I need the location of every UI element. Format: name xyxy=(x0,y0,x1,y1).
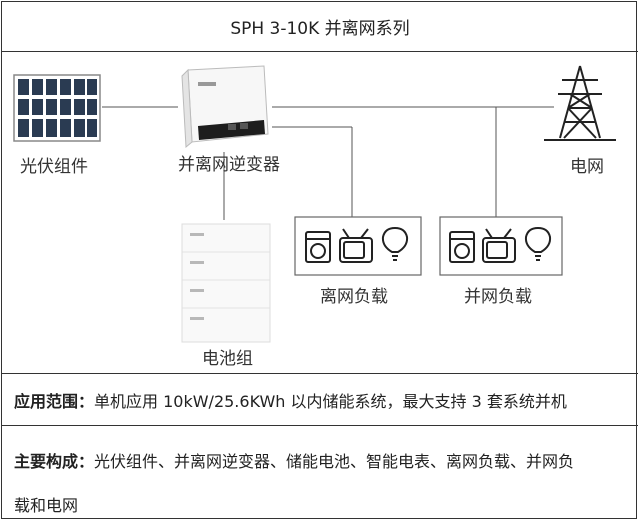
washing-machine-icon xyxy=(305,231,331,263)
grid-label: 电网 xyxy=(570,157,604,177)
composition-text-line2: 载和电网 xyxy=(14,496,79,515)
diagram-title: SPH 3-10K 并离网系列 xyxy=(2,2,638,52)
tv-icon xyxy=(339,228,373,263)
diagram-canvas xyxy=(13,65,616,343)
application-scope: 应用范围：单机应用 10kW/25.6KWh 以内储能系统，最大支持 3 套系统… xyxy=(2,374,638,426)
pv-label: 光伏组件 xyxy=(20,157,88,177)
inverter-icon xyxy=(181,65,269,149)
system-diagram: 光伏组件 并离网逆变器 电网 离网负载 并网负载 电池组 xyxy=(2,52,638,374)
composition-text-line1: 光伏组件、并离网逆变器、储能电池、智能电表、离网负载、并网负 xyxy=(94,452,575,471)
ongrid-load-label: 并网负载 xyxy=(464,287,532,307)
battery-icon xyxy=(181,223,271,343)
light-bulb-icon xyxy=(381,226,409,261)
tv-icon xyxy=(482,228,516,263)
main-composition: 主要构成：光伏组件、并离网逆变器、储能电池、智能电表、离网负载、并网负 载和电网 xyxy=(2,426,638,520)
inverter-label: 并离网逆变器 xyxy=(178,155,280,175)
transmission-tower-icon xyxy=(544,65,616,141)
solar-panel-icon xyxy=(13,74,101,142)
battery-label: 电池组 xyxy=(202,349,253,369)
connection-lines xyxy=(102,106,554,220)
diagram-frame: SPH 3-10K 并离网系列 xyxy=(1,1,638,520)
offgrid-load-box xyxy=(294,216,422,276)
light-bulb-icon xyxy=(524,226,552,261)
ongrid-load-box xyxy=(439,216,563,276)
scope-text: 单机应用 10kW/25.6KWh 以内储能系统，最大支持 3 套系统并机 xyxy=(94,392,567,411)
scope-label: 应用范围： xyxy=(14,392,95,411)
composition-label: 主要构成： xyxy=(14,452,95,471)
offgrid-load-label: 离网负载 xyxy=(320,287,388,307)
washing-machine-icon xyxy=(449,231,475,263)
